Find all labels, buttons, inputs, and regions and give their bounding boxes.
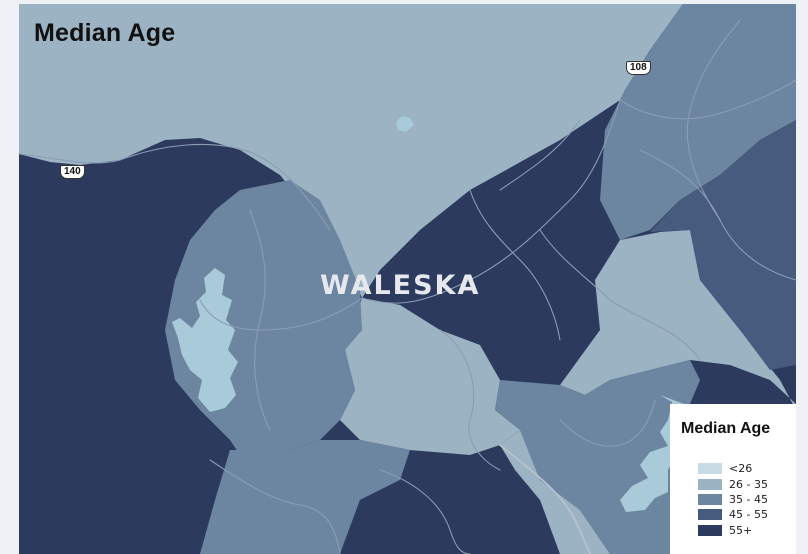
legend-label: 45 - 55	[729, 508, 768, 522]
legend-panel: Median Age <26 26 - 35 35 - 45 45 - 55 5…	[670, 404, 796, 554]
tract-south-35-45[interactable]	[200, 440, 410, 554]
legend-item[interactable]: 26 - 35	[698, 476, 768, 491]
legend-swatch-35-45	[698, 493, 722, 505]
legend-swatch-lt26	[698, 463, 722, 475]
legend-label: 55+	[729, 523, 753, 537]
pond-north[interactable]	[396, 116, 414, 132]
legend-label: 26 - 35	[729, 477, 768, 491]
tract-south-55-plus[interactable]	[340, 455, 545, 554]
legend-swatch-26-35	[698, 478, 722, 490]
lake-west[interactable]	[172, 268, 238, 412]
tract-south-center-26-35[interactable]	[340, 298, 520, 455]
tract-east-45-55[interactable]	[650, 120, 796, 370]
page-title: Median Age	[34, 19, 176, 47]
place-label-waleska[interactable]: WALESKA	[320, 270, 481, 301]
route-shield-108[interactable]: 108	[626, 61, 651, 75]
legend-item[interactable]: 35 - 45	[698, 492, 768, 507]
legend-item[interactable]: 55+	[698, 523, 768, 538]
legend-swatch-55-plus	[698, 524, 722, 536]
route-shield-140[interactable]: 140	[60, 165, 85, 179]
tract-east-26-35[interactable]	[560, 230, 796, 410]
legend-list: <26 26 - 35 35 - 45 45 - 55 55+	[698, 461, 768, 538]
road-network	[18, 19, 797, 554]
legend-title: Median Age	[681, 420, 771, 437]
legend-item[interactable]: 45 - 55	[698, 507, 768, 522]
tract-north-26-35[interactable]	[19, 4, 683, 298]
legend-label: 35 - 45	[729, 492, 768, 506]
legend-label: <26	[729, 462, 753, 476]
legend-swatch-45-55	[698, 509, 722, 521]
lake-southeast[interactable]	[620, 395, 684, 512]
legend-item[interactable]: <26	[698, 461, 768, 476]
